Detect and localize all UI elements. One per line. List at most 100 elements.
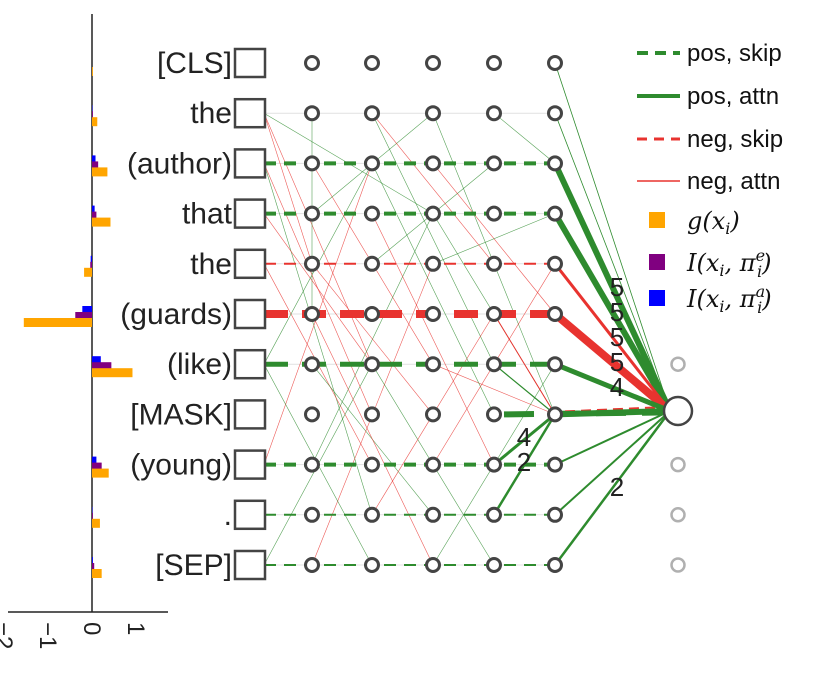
attn-edge-to-output xyxy=(552,310,673,415)
hidden-node xyxy=(425,255,441,272)
bar-ia xyxy=(92,456,97,466)
token-input-square xyxy=(233,348,267,380)
token-label: the xyxy=(190,248,232,281)
hidden-node xyxy=(425,406,441,423)
legend-ie-swatch xyxy=(649,254,665,270)
token-label: (like) xyxy=(167,348,232,381)
hidden-node xyxy=(547,506,563,523)
token-label: [MASK] xyxy=(130,398,232,431)
edge-count-label: 5 xyxy=(610,347,624,377)
attn-edge xyxy=(493,413,556,466)
attn-edge-to-output xyxy=(553,262,672,412)
hidden-node xyxy=(364,155,380,172)
bar-ie xyxy=(92,512,93,522)
hidden-node xyxy=(304,306,320,322)
bar-g xyxy=(92,368,133,378)
token-labels: [CLS]the(author)thatthe(guards)(like)[MA… xyxy=(120,47,232,582)
token-label: [SEP] xyxy=(155,549,232,582)
hidden-node xyxy=(486,557,502,573)
bar-g xyxy=(23,318,92,327)
hidden-node xyxy=(547,55,563,71)
hidden-node xyxy=(486,406,502,423)
token-input-square xyxy=(233,198,267,229)
attn-edge-thin xyxy=(432,213,556,265)
bar-ie xyxy=(92,111,93,121)
hidden-node xyxy=(547,306,563,322)
nodes xyxy=(233,47,694,581)
attn-edge-to-output xyxy=(554,408,671,418)
attn-edge-thin xyxy=(263,113,313,264)
hidden-node xyxy=(547,205,563,222)
hidden-node xyxy=(486,506,502,523)
attn-edge-thin xyxy=(263,163,373,515)
bar-ie xyxy=(92,161,99,171)
bar-g xyxy=(92,117,98,127)
attn-edge-to-output xyxy=(552,162,673,413)
legend-g-label: g(xi) xyxy=(687,207,740,238)
attn-edge-thin xyxy=(432,363,556,415)
hidden-node xyxy=(486,205,502,222)
hidden-node xyxy=(547,557,563,573)
bar-ia xyxy=(92,356,101,366)
hidden-node xyxy=(486,306,502,322)
bar-ia xyxy=(92,155,96,165)
token-input-square xyxy=(233,499,267,531)
edge-count-label: 2 xyxy=(610,472,624,502)
hidden-node xyxy=(304,406,320,423)
bar-ie xyxy=(92,563,95,572)
bar-ia xyxy=(82,306,92,315)
attn-edge-thin xyxy=(493,112,556,164)
attn-edge-to-output xyxy=(554,113,671,412)
skip-path xyxy=(503,409,669,418)
hidden-node xyxy=(364,105,380,122)
hidden-node xyxy=(304,255,320,272)
hidden-node xyxy=(547,105,563,122)
attn-edge-thin xyxy=(371,163,495,415)
hidden-node xyxy=(304,456,320,473)
attn-edge-thin xyxy=(371,113,495,365)
hidden-node xyxy=(364,255,380,272)
hidden-node xyxy=(304,155,320,172)
hidden-node xyxy=(425,55,441,71)
attn-edge xyxy=(493,313,556,415)
hidden-node xyxy=(486,155,502,172)
attn-edge-to-output xyxy=(554,361,671,414)
token-label: (guards) xyxy=(120,298,232,331)
token-label: that xyxy=(182,198,233,231)
token-label: the xyxy=(190,97,232,130)
bar-g xyxy=(92,217,111,227)
edge-count-label: 5 xyxy=(610,322,624,352)
edge-count-label: 5 xyxy=(610,297,624,327)
token-label: . xyxy=(224,499,232,532)
attn-edge-thin xyxy=(263,113,373,365)
hidden-node xyxy=(547,255,563,272)
hidden-node xyxy=(425,506,441,523)
hidden-node xyxy=(425,356,441,373)
output-node-mask xyxy=(662,395,694,427)
x-tick-label: −2 xyxy=(0,622,17,649)
legend-g-swatch xyxy=(649,212,665,228)
hidden-node xyxy=(425,205,441,222)
edge-count-label: 5 xyxy=(610,272,624,302)
legend-pos-skip-label: pos, skip xyxy=(687,40,782,67)
bar-g xyxy=(84,267,92,277)
bar-ie xyxy=(92,211,97,221)
token-input-square xyxy=(233,148,267,179)
hidden-node xyxy=(364,356,380,373)
hidden-node xyxy=(547,456,563,473)
hidden-node xyxy=(425,105,441,122)
hidden-node xyxy=(304,506,320,523)
hidden-node xyxy=(364,306,380,322)
hidden-node xyxy=(304,557,320,573)
bar-ie xyxy=(75,312,92,321)
hidden-node xyxy=(304,105,320,122)
bar-ia xyxy=(90,255,92,265)
hidden-node xyxy=(425,557,441,573)
legend-neg-skip-label: neg, skip xyxy=(687,126,783,153)
token-input-square xyxy=(233,47,267,79)
bar-g xyxy=(92,468,109,478)
token-input-square xyxy=(233,97,267,129)
hidden-node xyxy=(364,557,380,573)
